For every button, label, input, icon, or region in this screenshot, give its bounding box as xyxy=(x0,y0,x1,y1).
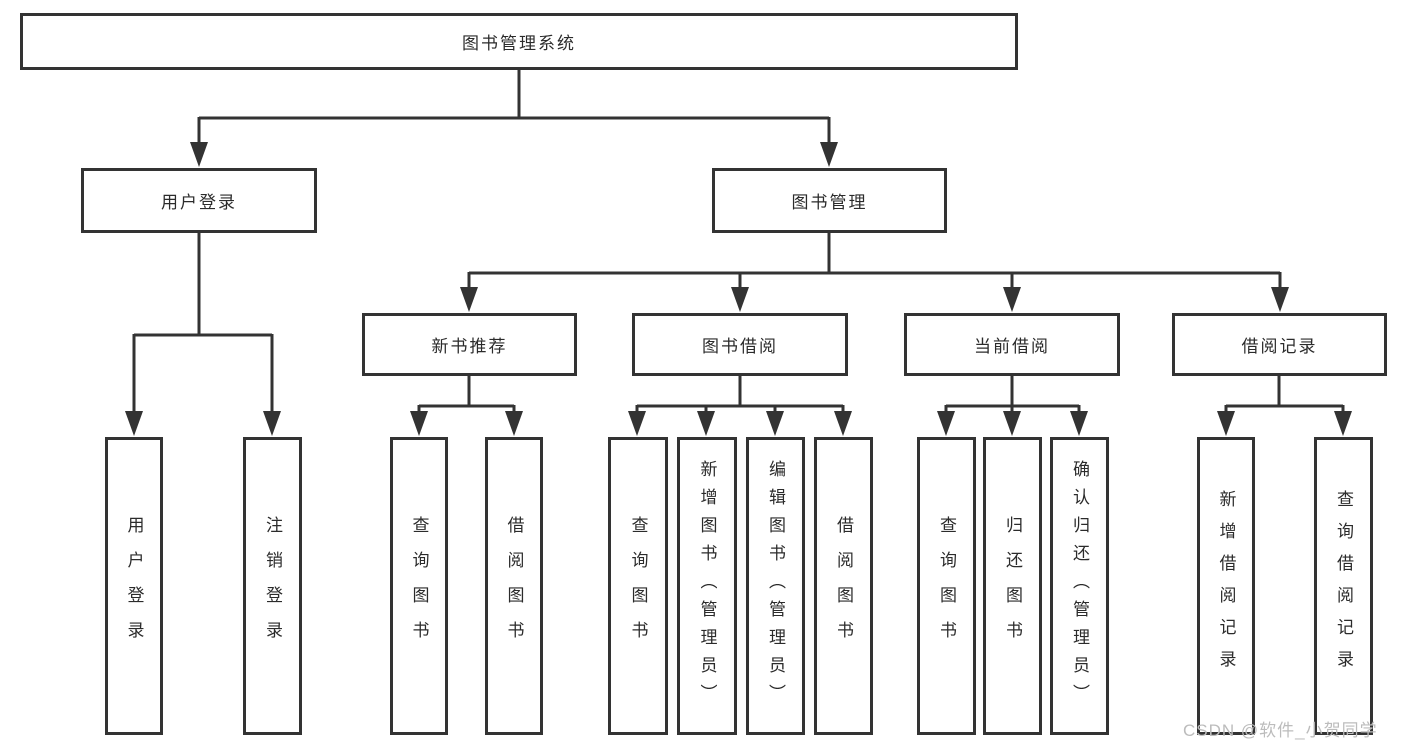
leaf-return-book-label: 归还图书 xyxy=(1003,516,1022,656)
leaf-query-books-recommend-label: 查询图书 xyxy=(409,516,429,656)
leaf-query-books-borrow: 查询图书 xyxy=(608,437,668,735)
leaf-query-books-current-label: 查询图书 xyxy=(937,516,956,656)
leaf-borrow-book-label: 借阅图书 xyxy=(834,516,853,656)
leaf-confirm-return-admin: 确认归还（管理员） xyxy=(1050,437,1109,735)
leaf-query-books-current: 查询图书 xyxy=(917,437,976,735)
node-book-borrow-label: 图书借阅 xyxy=(702,337,778,356)
node-user-login: 用户登录 xyxy=(81,168,317,233)
node-user-login-label: 用户登录 xyxy=(161,193,237,212)
leaf-edit-book-admin-label: 编辑图书（管理员） xyxy=(766,460,785,712)
leaf-add-borrow-record: 新增借阅记录 xyxy=(1197,437,1255,735)
node-root: 图书管理系统 xyxy=(20,13,1018,70)
node-current-borrow: 当前借阅 xyxy=(904,313,1120,376)
leaf-user-login: 用户登录 xyxy=(105,437,163,735)
node-borrow-records-label: 借阅记录 xyxy=(1241,337,1318,356)
leaf-query-books-borrow-label: 查询图书 xyxy=(628,516,648,656)
leaf-borrow-books-recommend: 借阅图书 xyxy=(485,437,543,735)
leaf-borrow-book: 借阅图书 xyxy=(814,437,873,735)
leaf-edit-book-admin: 编辑图书（管理员） xyxy=(746,437,805,735)
node-book-management-label: 图书管理 xyxy=(791,193,868,212)
leaf-return-book: 归还图书 xyxy=(983,437,1042,735)
node-current-borrow-label: 当前借阅 xyxy=(974,337,1050,356)
node-new-book-recommend-label: 新书推荐 xyxy=(431,337,508,356)
csdn-watermark: CSDN @软件_小贺同学 xyxy=(1183,721,1378,740)
leaf-query-borrow-record-label: 查询借阅记录 xyxy=(1334,490,1353,682)
leaf-logout: 注销登录 xyxy=(243,437,302,735)
leaf-borrow-books-recommend-label: 借阅图书 xyxy=(504,516,524,656)
node-new-book-recommend: 新书推荐 xyxy=(362,313,577,376)
leaf-query-books-recommend: 查询图书 xyxy=(390,437,448,735)
leaf-add-book-admin: 新增图书（管理员） xyxy=(677,437,737,735)
leaf-confirm-return-admin-label: 确认归还（管理员） xyxy=(1070,460,1089,712)
leaf-query-borrow-record: 查询借阅记录 xyxy=(1314,437,1373,735)
node-root-label: 图书管理系统 xyxy=(462,34,576,53)
node-book-management: 图书管理 xyxy=(712,168,947,233)
leaf-logout-label: 注销登录 xyxy=(263,516,282,656)
node-book-borrow: 图书借阅 xyxy=(632,313,848,376)
node-borrow-records: 借阅记录 xyxy=(1172,313,1387,376)
leaf-user-login-label: 用户登录 xyxy=(124,516,144,656)
leaf-add-borrow-record-label: 新增借阅记录 xyxy=(1216,490,1236,682)
leaf-add-book-admin-label: 新增图书（管理员） xyxy=(697,460,717,712)
